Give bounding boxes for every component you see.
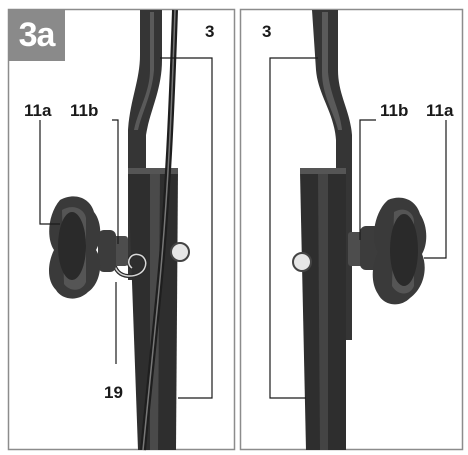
callout-right-bolt: 11b [380, 101, 409, 120]
callout-left-tube: 3 [205, 22, 215, 41]
right-panel-drawing [269, 10, 447, 450]
callout-left-clip: 19 [104, 383, 123, 402]
left-panel-drawing [39, 9, 213, 451]
left-panel-frame [7, 8, 236, 451]
callout-right-knob: 11a [426, 101, 454, 120]
callout-left-bolt: 11b [70, 101, 99, 120]
callout-right-tube: 3 [262, 22, 272, 41]
figure-number-badge: 3a [8, 9, 65, 61]
callout-left-knob: 11a [24, 101, 52, 120]
